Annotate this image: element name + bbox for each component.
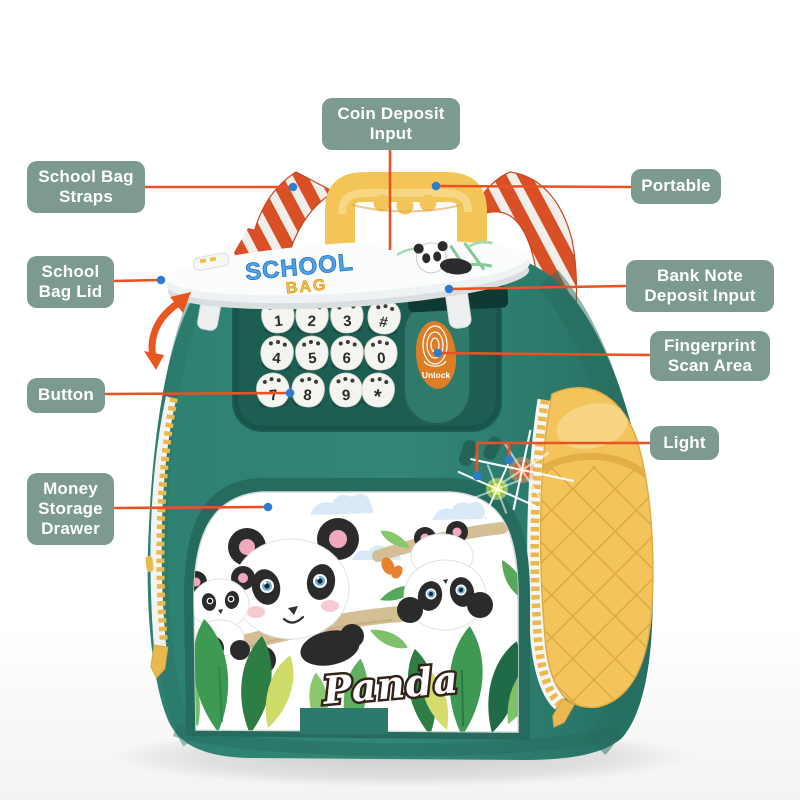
connector-fingerprint: [437, 351, 651, 357]
callout-money-storage-drawer: Money Storage Drawer: [27, 473, 114, 545]
callout-anchor-dots: [156, 181, 514, 512]
svg-text:1: 1: [273, 313, 283, 331]
keypad-key-0: 0: [364, 335, 398, 372]
butterfly-icon: [381, 557, 403, 579]
connector-lid: [113, 278, 162, 283]
money-storage-drawer: Panda: [184, 478, 530, 740]
keypad-key-8: 8: [291, 372, 325, 409]
keypad-key-5: 5: [295, 335, 329, 372]
drawer-pull-notch: [300, 708, 388, 734]
callout-coin-deposit-input: Coin Deposit Input: [322, 98, 460, 150]
left-side-zipper: [145, 396, 178, 679]
leaf-graphics: [194, 616, 518, 732]
connector-button: [104, 391, 291, 396]
lid-latch: [192, 252, 230, 272]
panda-artwork: Panda: [194, 493, 518, 732]
lid-open-arrow: [144, 292, 191, 370]
svg-text:6: 6: [342, 350, 352, 368]
keypad-key-6: 6: [330, 335, 364, 372]
keypad-key-star: *: [361, 372, 395, 409]
connector-light: [475, 441, 650, 474]
svg-text:5: 5: [307, 350, 317, 368]
lid-panda-graphic: [396, 240, 493, 275]
svg-text:0: 0: [376, 350, 386, 368]
svg-text:*: *: [372, 386, 383, 409]
callout-light: Light: [650, 426, 719, 460]
svg-text:4: 4: [272, 350, 282, 368]
svg-text:9: 9: [342, 387, 351, 404]
keypad: 1 2 3 # 4 5 6 0 7 8 9 *: [256, 298, 401, 409]
svg-text:Unlock: Unlock: [422, 370, 451, 380]
keypad-key-9: 9: [329, 372, 363, 409]
led-light-green: [457, 456, 537, 522]
connector-portable: [435, 184, 632, 189]
fingerprint-icon: [422, 325, 448, 367]
svg-text:8: 8: [302, 387, 312, 405]
big-panda: [228, 518, 364, 674]
callout-portable: Portable: [631, 169, 721, 204]
carry-handle: [325, 172, 487, 255]
callout-bank-note-deposit-input: Bank Note Deposit Input: [626, 260, 774, 312]
led-light-red: [470, 429, 574, 511]
keypad-key-hash: #: [367, 299, 401, 336]
callout-fingerprint-scan-area: Fingerprint Scan Area: [650, 331, 770, 381]
svg-text:3: 3: [343, 313, 353, 331]
connector-drawer: [113, 505, 269, 510]
callout-connectors: [104, 150, 651, 510]
callout-button: Button: [27, 378, 105, 413]
keypad-key-4: 4: [260, 335, 294, 372]
svg-text:2: 2: [307, 313, 316, 330]
connector-bank-note: [448, 284, 627, 291]
svg-text:#: #: [378, 314, 389, 332]
schoolbag-lid: SCHOOL BAG: [166, 240, 530, 310]
right-side-pocket: [527, 386, 654, 728]
upside-down-panda: [381, 521, 493, 631]
keypad-key-7: 7: [256, 372, 290, 409]
callout-school-bag-lid: School Bag Lid: [27, 256, 114, 308]
callout-school-bag-straps: School Bag Straps: [27, 161, 145, 213]
svg-text:7: 7: [268, 387, 278, 405]
svg-text:BAG: BAG: [285, 277, 328, 298]
